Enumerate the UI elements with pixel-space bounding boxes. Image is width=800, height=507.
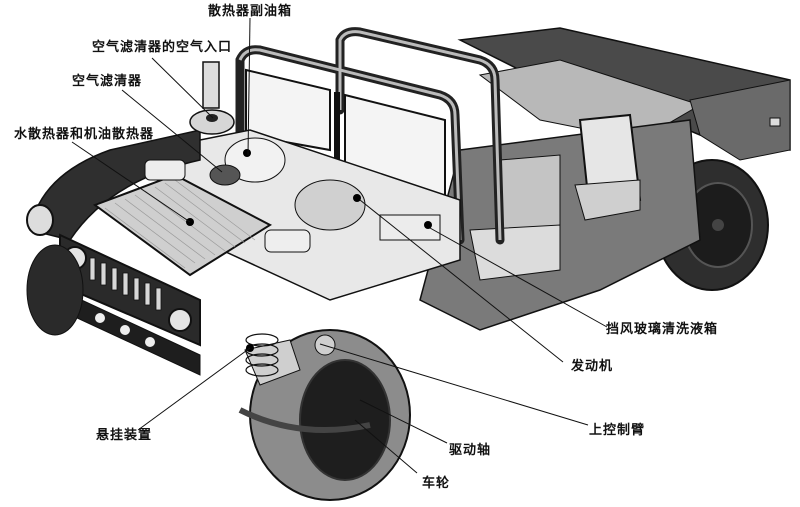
- leader-lines: [71, 17, 608, 474]
- front-left-wheel: [26, 244, 84, 336]
- roll-bars-highlight: [238, 30, 502, 241]
- label-radiator-oil-cooler: 水散热器和机油散热器: [14, 127, 155, 142]
- label-air-cleaner: 空气滤清器: [72, 74, 143, 89]
- label-radiator-surge-tank: 散热器副油箱: [208, 4, 293, 19]
- label-upper-control-arm: 上控制臂: [589, 423, 646, 438]
- label-engine: 发动机: [571, 359, 614, 374]
- label-suspension: 悬挂装置: [96, 428, 153, 443]
- label-air-cleaner-inlet: 空气滤清器的空气入口: [92, 40, 233, 55]
- engine-bay: [148, 129, 461, 301]
- label-drive-shaft: 驱动轴: [449, 443, 492, 458]
- label-wheel: 车轮: [422, 476, 451, 491]
- hood-fenders: [26, 61, 235, 241]
- body-side: [419, 113, 701, 331]
- cargo-bed: [457, 27, 791, 161]
- label-windshield-washer-tank: 挡风玻璃清洗液箱: [606, 322, 719, 337]
- front-wheel-assembly: [238, 329, 411, 501]
